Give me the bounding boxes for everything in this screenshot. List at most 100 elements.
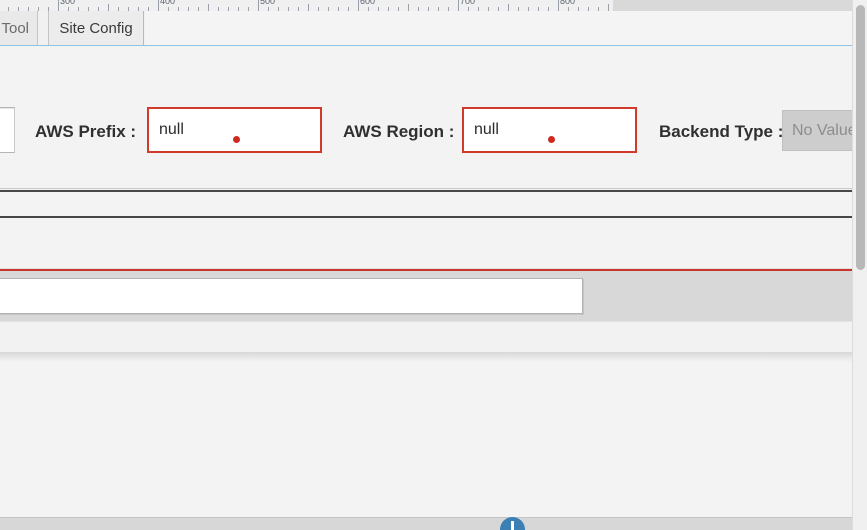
ruler-tick [18, 7, 19, 11]
ruler-tick [278, 7, 279, 11]
tab-label: Site Config [59, 19, 133, 37]
ruler-tick [478, 7, 479, 11]
ruler-inactive-region [613, 0, 867, 11]
ruler-tick [8, 7, 9, 11]
ruler-tick-major [258, 0, 259, 11]
aws-region-input[interactable]: null [462, 107, 637, 153]
ruler-tick [548, 7, 549, 11]
content-band [0, 218, 853, 268]
ruler-tick [468, 7, 469, 11]
ruler-tick [438, 7, 439, 11]
ruler-tick [98, 7, 99, 11]
ruler-tick [168, 7, 169, 11]
ruler-tick-major [458, 0, 459, 11]
left-truncated-input[interactable] [0, 107, 15, 153]
lower-text-input[interactable] [0, 278, 583, 314]
aws-region-label: AWS Region : [343, 122, 455, 141]
ruler-tick [238, 7, 239, 11]
ruler-tick [338, 7, 339, 11]
ruler-tick [348, 7, 349, 11]
ruler-tick [138, 7, 139, 11]
ruler-tick-mid [408, 4, 409, 11]
backend-type-label: Backend Type : [659, 122, 784, 141]
divider-dark-lower [0, 216, 853, 218]
ruler-tick [588, 7, 589, 11]
ruler-tick [498, 7, 499, 11]
form-field-row: AWS Prefix : null AWS Region : null Back… [0, 107, 867, 165]
ruler-label: 700 [460, 0, 476, 6]
ruler-tick [38, 7, 39, 11]
ruler-tick [518, 7, 519, 11]
divider-dark-upper [0, 190, 853, 192]
ruler-tick-major [58, 0, 59, 11]
tab-bar-empty-area [145, 11, 867, 45]
ruler-tick-mid [508, 4, 509, 11]
form-panel: AWS Prefix : null AWS Region : null Back… [0, 47, 867, 192]
ruler-tick [578, 7, 579, 11]
required-indicator-dot [233, 136, 240, 143]
light-band [0, 321, 867, 353]
ruler-tick-mid [608, 4, 609, 11]
ruler-tick-mid [108, 4, 109, 11]
tab-previous-truncated[interactable]: y Tool [0, 11, 38, 45]
aws-prefix-input[interactable]: null [147, 107, 322, 153]
ruler-tick [488, 7, 489, 11]
ruler-tick-mid [208, 4, 209, 11]
ruler-tick [178, 7, 179, 11]
ruler-label: 400 [160, 0, 176, 6]
ruler-tick-major [558, 0, 559, 11]
ruler-tick [228, 7, 229, 11]
ruler-tick [48, 7, 49, 11]
empty-content-area [0, 362, 867, 517]
ruler-label: 300 [60, 0, 76, 6]
ruler-tick [198, 7, 199, 11]
backend-type-value: No Value [792, 121, 857, 139]
aws-prefix-label: AWS Prefix : [35, 122, 137, 141]
ruler-tick [598, 7, 599, 11]
ruler-tick-mid [308, 4, 309, 11]
aws-region-value: null [474, 121, 499, 138]
vertical-scrollbar-thumb[interactable] [856, 5, 865, 270]
ruler-tick [328, 7, 329, 11]
ruler-tick [288, 7, 289, 11]
ruler-label: 600 [360, 0, 376, 6]
ruler-tick [218, 7, 219, 11]
footer-bar [0, 517, 867, 530]
ruler-tick [388, 7, 389, 11]
info-icon[interactable] [500, 517, 525, 530]
ruler-tick [538, 7, 539, 11]
ruler-tick [148, 7, 149, 11]
ruler-tick [28, 7, 29, 11]
ruler-tick [128, 7, 129, 11]
ruler-tick [248, 7, 249, 11]
ruler-tick [298, 7, 299, 11]
ruler-tick [268, 7, 269, 11]
ruler-label: 500 [260, 0, 276, 6]
ruler-tick [78, 7, 79, 11]
required-indicator-dot [548, 136, 555, 143]
ruler-tick [368, 7, 369, 11]
ruler-tick [68, 7, 69, 11]
tab-label: y Tool [0, 19, 29, 37]
ruler-tick [418, 7, 419, 11]
error-rule [0, 268, 853, 272]
ruler-tick [428, 7, 429, 11]
tab-site-config[interactable]: Site Config [48, 11, 144, 45]
tab-bar: y Tool Site Config [0, 11, 867, 46]
vertical-scrollbar-track[interactable] [852, 0, 867, 530]
ruler-tick [318, 7, 319, 11]
ruler-tick [448, 7, 449, 11]
ruler-tick [188, 7, 189, 11]
separator-band [0, 192, 853, 216]
ruler-tick-major [358, 0, 359, 11]
ruler-tick [398, 7, 399, 11]
ruler-label: 800 [560, 0, 576, 6]
ruler-tick [378, 7, 379, 11]
ruler-tick [118, 7, 119, 11]
ruler-tick [88, 7, 89, 11]
aws-prefix-value: null [159, 121, 184, 138]
divider-light-upper [0, 188, 853, 189]
drop-shadow-band [0, 352, 867, 362]
ruler-tick [528, 7, 529, 11]
